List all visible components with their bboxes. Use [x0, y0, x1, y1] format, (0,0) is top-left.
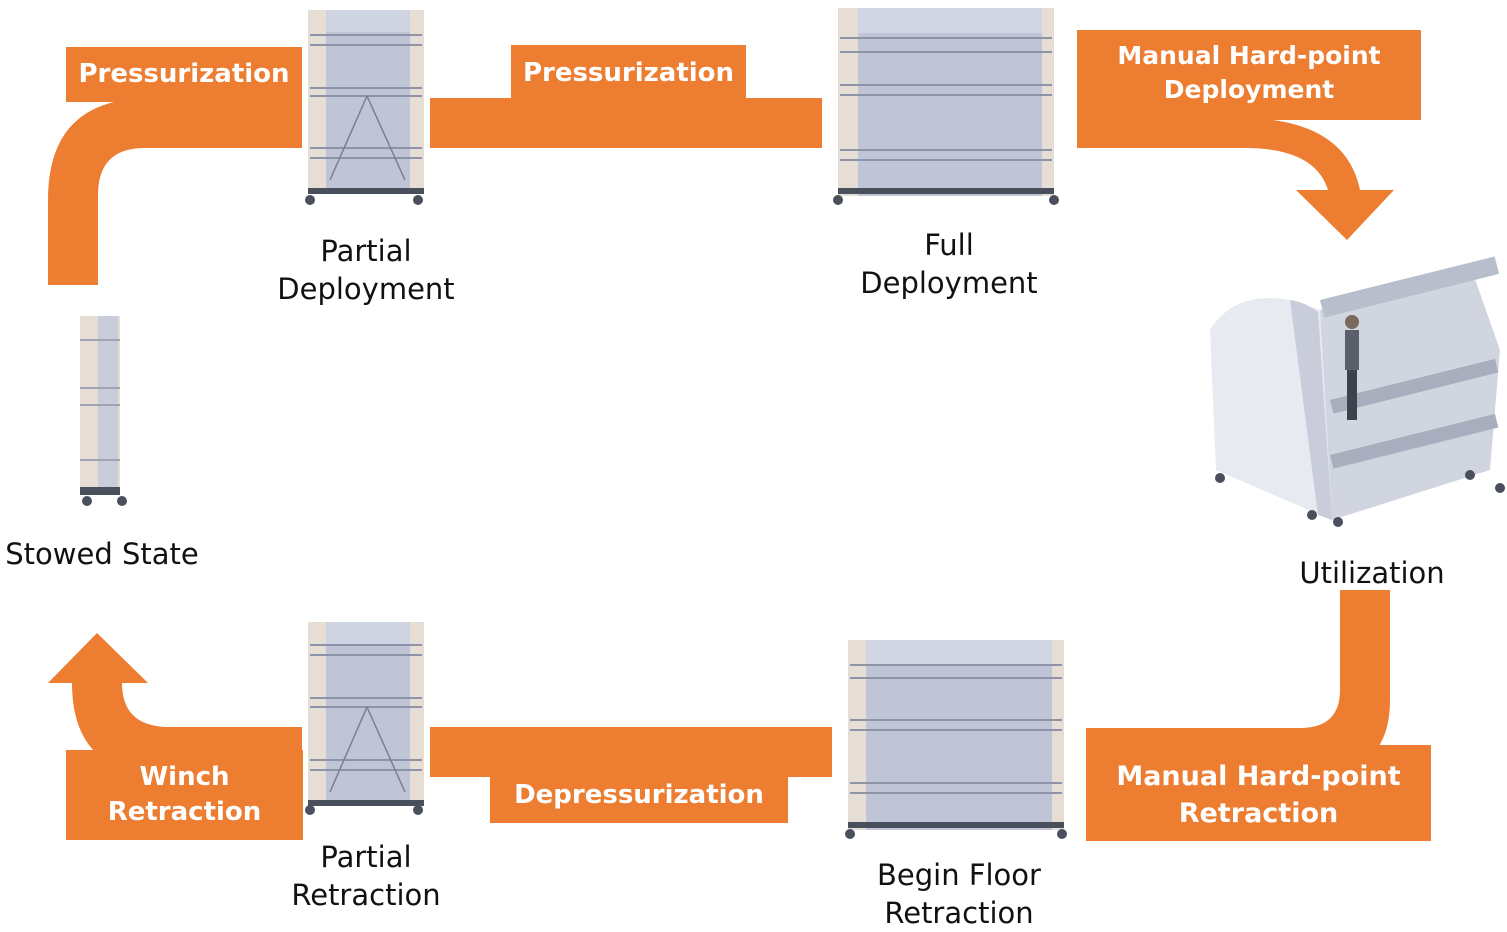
stowed-state-unit	[80, 316, 127, 506]
manual-retract-line2: Retraction	[1178, 798, 1339, 829]
pressurization-text-2: Pressurization	[522, 58, 735, 88]
partial-retraction-unit	[305, 622, 424, 815]
manual-retract-label: Manual Hard-point Retraction	[1086, 758, 1431, 832]
partial-deployment-line1: Partial	[320, 234, 412, 268]
partial-deployment-label: Partial Deployment	[266, 232, 466, 308]
pressurization-label-box-2	[511, 45, 746, 100]
depressurization-label-box	[490, 770, 788, 823]
pressurization-arrow-2	[430, 98, 822, 148]
winch-retraction-label-box	[66, 750, 303, 840]
partial-retraction-line2: Retraction	[291, 878, 441, 912]
manual-deploy-label: Manual Hard-point Deployment	[1077, 39, 1421, 107]
pressurization-label-2: Pressurization	[511, 56, 746, 91]
manual-deploy-line2: Deployment	[1163, 75, 1335, 104]
manual-retract-arrow	[1086, 590, 1390, 776]
begin-floor-retraction-line1: Begin Floor	[877, 858, 1041, 892]
utilization-text: Utilization	[1299, 556, 1445, 590]
utilization-unit	[1210, 256, 1505, 527]
full-deployment-unit	[833, 8, 1059, 205]
full-deployment-line2: Deployment	[860, 266, 1038, 300]
pressurization-label-1: Pressurization	[66, 57, 302, 92]
manual-retract-line1: Manual Hard-point	[1116, 761, 1401, 792]
depressurization-text: Depressurization	[514, 780, 764, 810]
full-deployment-label: Full Deployment	[849, 226, 1049, 302]
manual-retract-label-box	[1086, 745, 1431, 841]
winch-retraction-label: Winch Retraction	[66, 760, 303, 830]
begin-floor-retraction-label: Begin Floor Retraction	[849, 856, 1069, 932]
pressurization-label-box-1	[66, 47, 302, 102]
partial-deployment-unit	[305, 10, 424, 205]
partial-retraction-line1: Partial	[320, 840, 412, 874]
stowed-state-label: Stowed State	[0, 535, 204, 573]
winch-retraction-line2: Retraction	[107, 797, 262, 827]
pressurization-text-1: Pressurization	[78, 59, 290, 89]
winch-retraction-line1: Winch	[139, 762, 230, 792]
stowed-state-text: Stowed State	[5, 537, 199, 571]
partial-deployment-line2: Deployment	[277, 272, 455, 306]
winch-retraction-arrow	[48, 633, 302, 777]
manual-deploy-label-box	[1077, 30, 1421, 120]
begin-floor-retraction-line2: Retraction	[884, 896, 1034, 930]
depressurization-label: Depressurization	[490, 778, 788, 813]
manual-deploy-arrow	[1077, 118, 1394, 240]
pressurization-arrow-1	[48, 98, 302, 285]
utilization-label: Utilization	[1282, 554, 1462, 592]
partial-retraction-label: Partial Retraction	[266, 838, 466, 914]
manual-deploy-line1: Manual Hard-point	[1117, 41, 1381, 70]
depressurization-arrow	[430, 727, 832, 777]
full-deployment-line1: Full	[924, 228, 974, 262]
begin-floor-retraction-unit	[845, 640, 1067, 839]
